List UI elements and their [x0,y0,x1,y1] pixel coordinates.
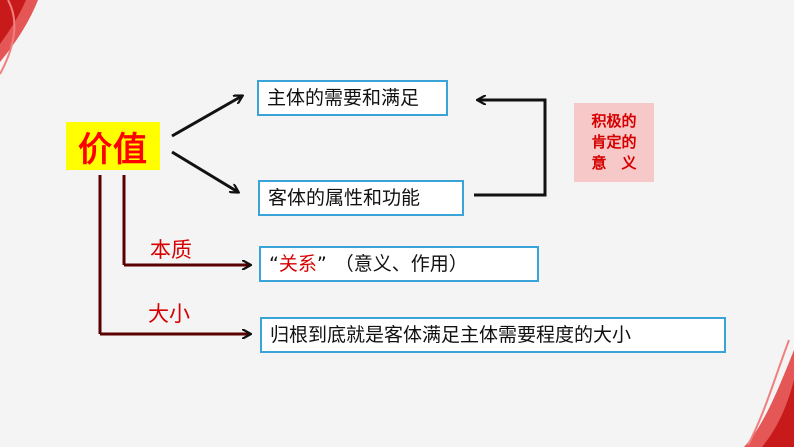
arrow-to-attributes [171,150,238,192]
essence-quote-open: “ [269,252,279,275]
side-note-line3: 意 义 [591,154,637,172]
attributes-box: 客体的属性和功能 [258,180,464,216]
side-note-line2: 肯定的 [591,133,637,151]
ribbon-top-left-decoration [0,0,38,75]
essence-rest-text: （意义、作用） [334,252,468,275]
side-note: 积极的 肯定的 意 义 [574,103,654,182]
side-note-line1: 积极的 [591,112,637,130]
ribbon-bottom-right-decoration [744,339,794,447]
core-concept: 价值 [66,122,160,170]
arrow-to-needs [171,96,242,138]
essence-quote-close: ” [316,252,327,275]
needs-box: 主体的需要和满足 [257,80,448,116]
feedback-arrow [474,100,547,197]
essence-label: 本质 [150,238,192,262]
size-label: 大小 [148,302,190,326]
needs-text: 主体的需要和满足 [267,86,420,109]
essence-box: “关系” （意义、作用） [259,246,539,282]
essence-keyword: 关系 [278,252,317,275]
attributes-text: 客体的属性和功能 [268,186,421,209]
size-box: 归根到底就是客体满足主体需要程度的大小 [260,317,726,353]
size-text: 归根到底就是客体满足主体需要程度的大小 [270,323,632,346]
